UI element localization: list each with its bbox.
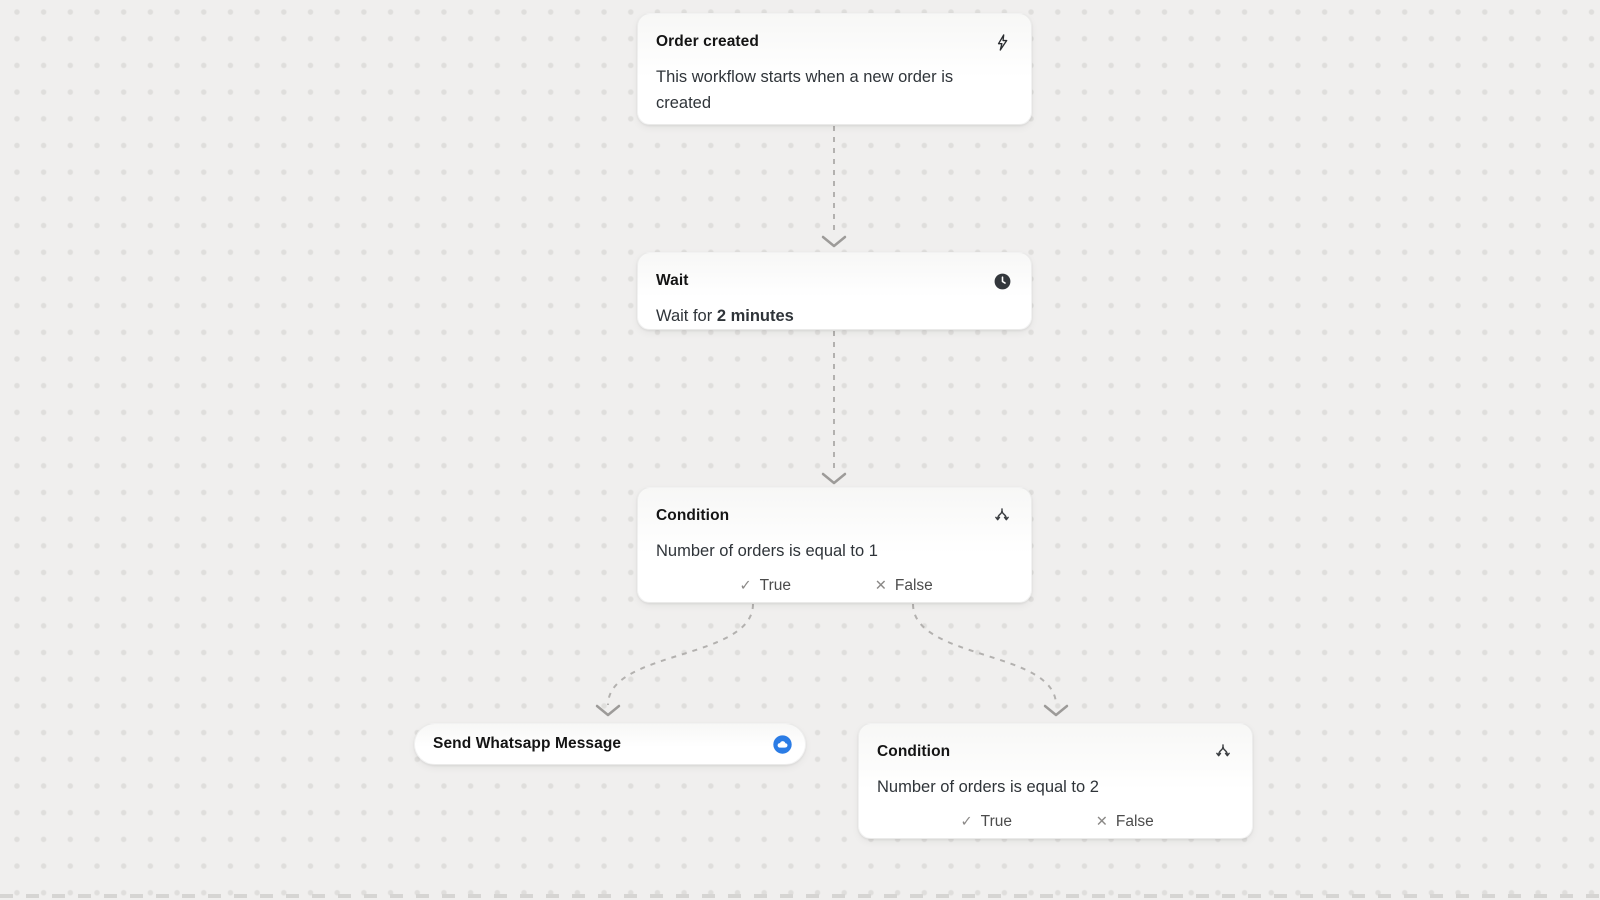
node-condition-2[interactable]: Condition Number of orders is equal to 2… xyxy=(858,723,1253,839)
branch-icon xyxy=(991,505,1013,527)
node-title: Condition xyxy=(656,507,730,524)
node-description: This workflow starts when a new order is… xyxy=(656,68,954,112)
branch-icon xyxy=(1212,741,1234,763)
node-send-whatsapp-message[interactable]: Send Whatsapp Message xyxy=(414,723,806,765)
wait-text: Wait for xyxy=(656,307,717,325)
arrow-down-icon xyxy=(821,472,847,485)
edge-condition-true-to-whatsapp xyxy=(607,603,754,706)
node-description: Wait for 2 minutes xyxy=(656,303,1013,329)
branch-true-label: True xyxy=(980,813,1012,830)
node-wait[interactable]: Wait Wait for 2 minutes xyxy=(637,252,1032,330)
node-description: Number of orders is equal to 1 xyxy=(656,542,878,560)
lightning-icon xyxy=(991,31,1013,53)
check-icon: ✓ xyxy=(960,813,973,830)
branch-true-label: True xyxy=(759,577,791,594)
wait-duration: 2 minutes xyxy=(716,307,794,325)
node-title: Condition xyxy=(877,743,951,760)
branch-outputs: ✓ True ✕ False xyxy=(877,813,1234,831)
node-order-created-trigger[interactable]: Order created This workflow starts when … xyxy=(637,13,1032,125)
arrow-down-icon xyxy=(595,704,621,717)
node-description: Number of orders is equal to 2 xyxy=(877,778,1099,796)
check-icon: ✓ xyxy=(739,577,752,594)
node-title: Send Whatsapp Message xyxy=(433,735,622,752)
branch-true[interactable]: ✓ True xyxy=(696,577,835,595)
arrow-down-icon xyxy=(1043,704,1069,717)
x-icon: ✕ xyxy=(1095,813,1108,830)
arrow-down-icon xyxy=(821,235,847,248)
branch-outputs: ✓ True ✕ False xyxy=(656,577,1013,595)
whatsapp-app-icon xyxy=(771,733,793,755)
branch-false-label: False xyxy=(894,577,933,594)
x-icon: ✕ xyxy=(874,577,887,594)
node-condition-1[interactable]: Condition Number of orders is equal to 1… xyxy=(637,487,1032,603)
canvas-bottom-dashed-line xyxy=(0,894,1600,898)
branch-false-label: False xyxy=(1115,813,1154,830)
node-title: Wait xyxy=(656,272,689,289)
branch-false[interactable]: ✕ False xyxy=(1056,813,1195,831)
clock-icon xyxy=(991,270,1013,292)
node-title: Order created xyxy=(656,33,759,50)
edge-condition-false-to-condition2 xyxy=(912,603,1057,706)
branch-true[interactable]: ✓ True xyxy=(917,813,1056,831)
branch-false[interactable]: ✕ False xyxy=(835,577,974,595)
